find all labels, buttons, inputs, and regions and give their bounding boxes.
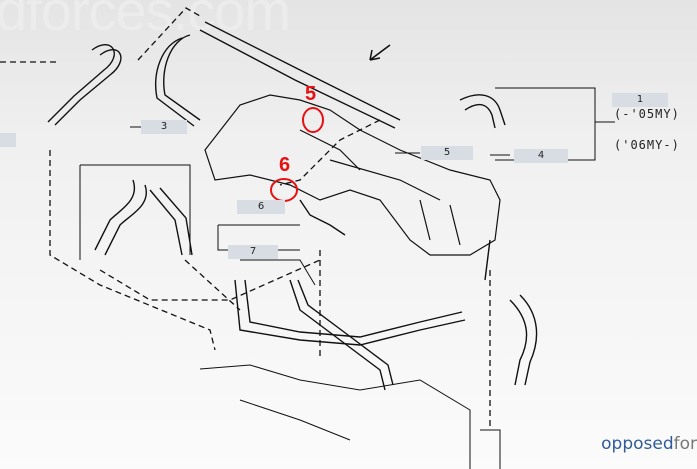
site-branding[interactable]: opposedfor [601, 434, 697, 454]
callout-7: 7 [228, 245, 278, 259]
callout-5: 5 [421, 146, 473, 160]
model-year-late: ('06MY-) [614, 138, 680, 152]
callout-1: 1 [612, 93, 668, 107]
brand-part2: for [673, 434, 697, 454]
dashed-leaders [0, 7, 491, 430]
callout-3: 3 [141, 120, 187, 134]
intake-manifold [204, 94, 501, 256]
callout-box-unlabeled [0, 133, 16, 147]
callout-4: 4 [514, 149, 568, 163]
engine-block [199, 364, 501, 469]
callout-6: 6 [237, 200, 285, 214]
brand-part1: opposed [601, 434, 674, 454]
model-year-early: (-'05MY) [614, 107, 680, 121]
callout-leaders [79, 87, 615, 286]
marker-6: 6 [279, 154, 291, 176]
direction-arrow-icon [369, 44, 391, 61]
marker-5: 5 [305, 83, 317, 105]
hoses [47, 21, 538, 391]
watermark: dforces.com [0, 0, 291, 42]
